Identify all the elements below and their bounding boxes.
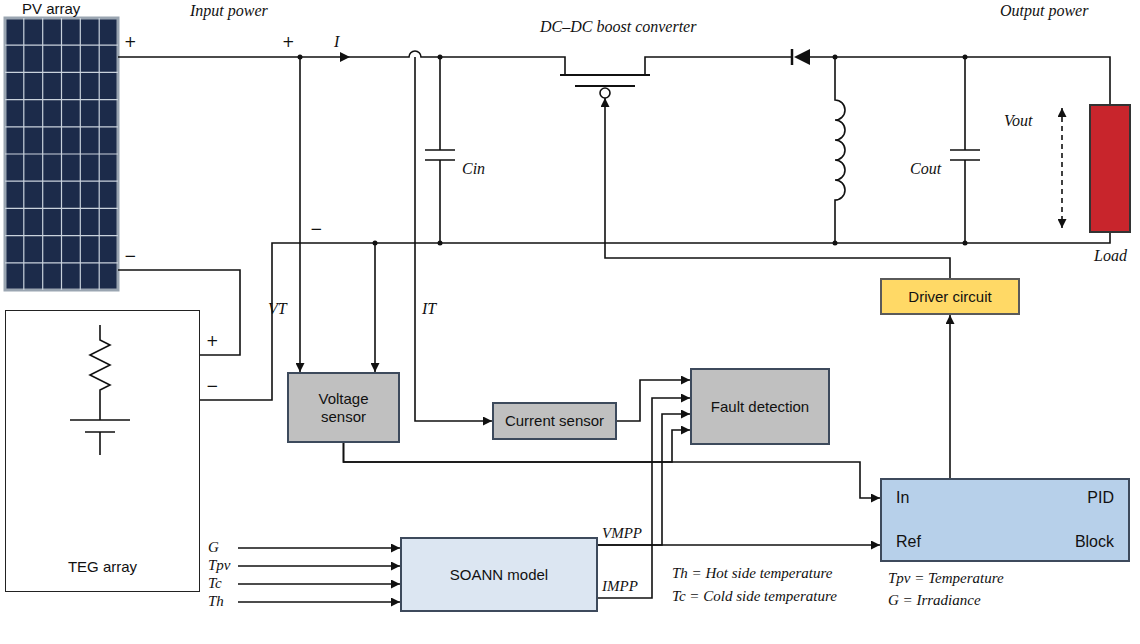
sensor-box: Voltage sensor — [287, 372, 400, 443]
input-name: G — [208, 539, 219, 556]
terminal-sign: − — [206, 378, 219, 395]
symbol-note: Tc = Cold side temperature — [672, 588, 837, 605]
terminal-sign: + — [124, 34, 137, 51]
input-name: Tc — [208, 575, 222, 592]
load-name: Load — [1094, 247, 1127, 265]
node-text: Ref — [896, 533, 1005, 551]
node-text: Voltage sensor — [297, 390, 390, 425]
terminal-sign: − — [310, 221, 323, 238]
load-resistor — [1090, 105, 1130, 232]
capacitor-name: Cout — [910, 160, 941, 178]
symbol-note: Th = Hot side temperature — [672, 565, 832, 582]
node-text: Block — [1005, 533, 1114, 551]
signal-connector — [344, 443, 881, 498]
section-title: Output power — [1000, 2, 1088, 20]
node-text: Fault detection — [711, 398, 809, 415]
section-title: Input power — [190, 2, 268, 20]
signal-name: VT — [268, 300, 287, 318]
section-title: DC–DC boost converter — [540, 18, 696, 36]
signal-connector — [617, 380, 690, 421]
node-text: In — [896, 489, 1005, 507]
signal-name: VMPP — [602, 525, 642, 542]
teg-array-box: TEG array — [5, 310, 200, 592]
current-symbol: I — [334, 33, 339, 51]
node-text: PID — [1005, 489, 1114, 507]
node-text: Current sensor — [505, 412, 604, 429]
input-name: Th — [208, 593, 224, 610]
signal-name: IMPP — [602, 578, 638, 595]
terminal-sign: + — [206, 333, 219, 350]
panel-name: PV array — [22, 0, 80, 17]
signal-name: IT — [422, 300, 436, 318]
symbol-note: Tpv = Temperature — [888, 570, 1004, 587]
input-name: Tpv — [208, 557, 231, 574]
pid-block: InPID RefBlock — [880, 478, 1130, 562]
capacitor-name: Cin — [462, 160, 485, 178]
node-text: SOANN model — [450, 566, 548, 583]
signal-connector — [949, 315, 951, 478]
node-text: TEG array — [68, 558, 137, 575]
sensor-box: Current sensor — [492, 402, 617, 440]
node-text: Driver circuit — [908, 288, 991, 305]
pv-panel — [5, 18, 118, 290]
voltage-name: Vout — [1004, 112, 1032, 130]
terminal-sign: − — [124, 248, 137, 265]
model-box: SOANN model — [400, 537, 598, 612]
symbol-note: G = Irradiance — [888, 592, 981, 609]
driver-circuit-box: Driver circuit — [880, 278, 1020, 315]
fault-detection-box: Fault detection — [690, 368, 830, 445]
signal-connector — [598, 544, 880, 546]
terminal-sign: + — [282, 34, 295, 51]
